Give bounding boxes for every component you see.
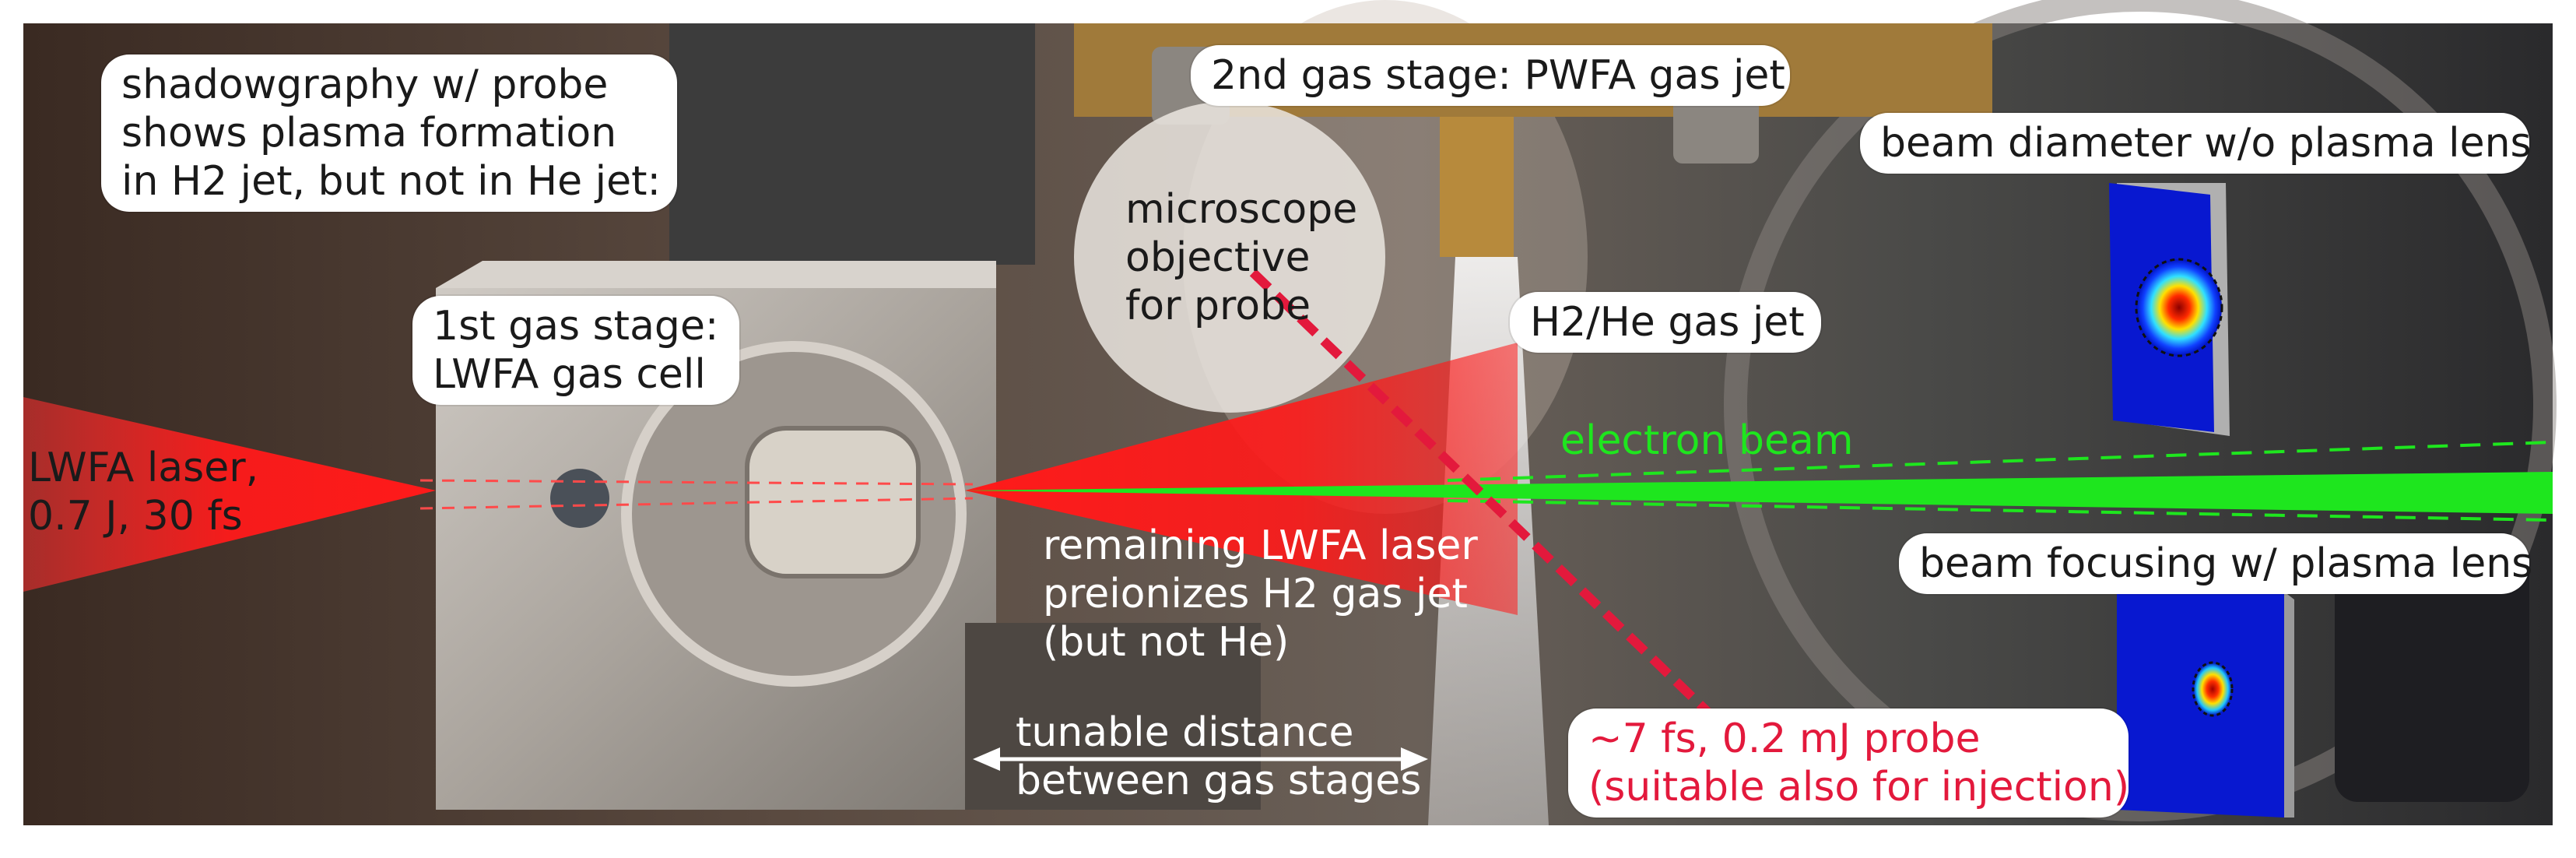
gas-jet-label: H2/He gas jet — [1510, 292, 1821, 353]
microscope-label: microscope objective for probe — [1125, 186, 1358, 329]
beam-without-lens-label: beam diameter w/o plasma lens — [1860, 113, 2532, 174]
outgoing-laser-cone — [965, 343, 1518, 615]
beam-with-lens-label: beam focusing w/ plasma lens — [1899, 533, 2532, 594]
beam-profile-with-lens — [2117, 592, 2294, 818]
laser-label: LWFA laser, 0.7 J, 30 fs — [28, 445, 259, 540]
electron-beam — [965, 472, 2553, 514]
electron-beam-label: electron beam — [1560, 417, 1854, 464]
remaining-laser-label: remaining LWFA laser preionizes H2 gas j… — [1043, 522, 1478, 666]
beam-profile-without-lens — [2109, 183, 2230, 436]
incoming-laser-beam — [23, 397, 436, 592]
tunable-distance-label: tunable distance between gas stages — [1016, 709, 1422, 804]
second-stage-label: 2nd gas stage: PWFA gas jet — [1191, 45, 1790, 106]
probe-beam-line — [1249, 269, 1716, 720]
double-arrow-icon — [973, 747, 1428, 771]
probe-label: ~7 fs, 0.2 mJ probe (suitable also for i… — [1568, 709, 2129, 818]
first-stage-label: 1st gas stage: LWFA gas cell — [412, 296, 739, 405]
shadowgraphy-label: shadowgraphy w/ probe shows plasma forma… — [101, 55, 677, 212]
